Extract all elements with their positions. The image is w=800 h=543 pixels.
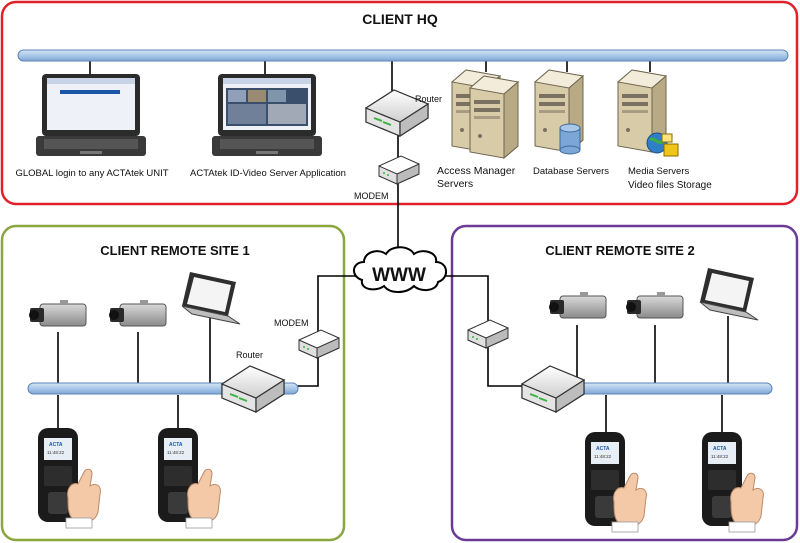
hq-title: CLIENT HQ	[362, 11, 438, 27]
camera-icon	[28, 299, 87, 327]
camera-icon	[108, 299, 167, 327]
router-icon	[521, 365, 585, 413]
site1-modem-label: MODEM	[274, 318, 309, 328]
hq-database-label: Database Servers	[533, 166, 609, 177]
site2-region	[450, 224, 799, 542]
site1-region	[0, 224, 346, 542]
laptop-icon	[36, 74, 146, 156]
modem-icon	[378, 155, 420, 185]
hq-media-label-1: Media Servers	[628, 166, 689, 177]
server-tower-icon	[469, 75, 519, 159]
camera-icon	[548, 291, 607, 319]
hq-router-label: Router	[415, 94, 442, 104]
camera-icon	[625, 291, 684, 319]
hq-region	[0, 0, 799, 206]
laptop-screen-logo	[60, 90, 120, 94]
hq-media-label-2: Video files Storage	[628, 180, 712, 191]
hq-access-label-1: Access Manager	[437, 165, 516, 177]
laptop-icon	[699, 267, 759, 321]
laptop-icon	[181, 271, 241, 325]
router-icon	[221, 365, 285, 413]
cloud-icon	[353, 246, 447, 293]
hq-access-label-2: Servers	[437, 178, 473, 190]
modem-icon	[298, 329, 340, 359]
site1-router-label: Router	[236, 350, 263, 360]
hq-laptop1-label: GLOBAL login to any ACTAtek UNIT	[15, 168, 168, 179]
site1-title: CLIENT REMOTE SITE 1	[100, 243, 250, 258]
internet-label: WWW	[372, 265, 426, 286]
site2-title: CLIENT REMOTE SITE 2	[545, 243, 695, 258]
hq-modem-label: MODEM	[354, 191, 389, 201]
hq-laptop2-label: ACTAtek ID-Video Server Application	[190, 168, 346, 179]
modem-icon	[467, 319, 509, 349]
database-icon	[559, 123, 581, 155]
globe-media-icon	[646, 132, 679, 157]
hq-backbone-bus	[17, 49, 789, 62]
